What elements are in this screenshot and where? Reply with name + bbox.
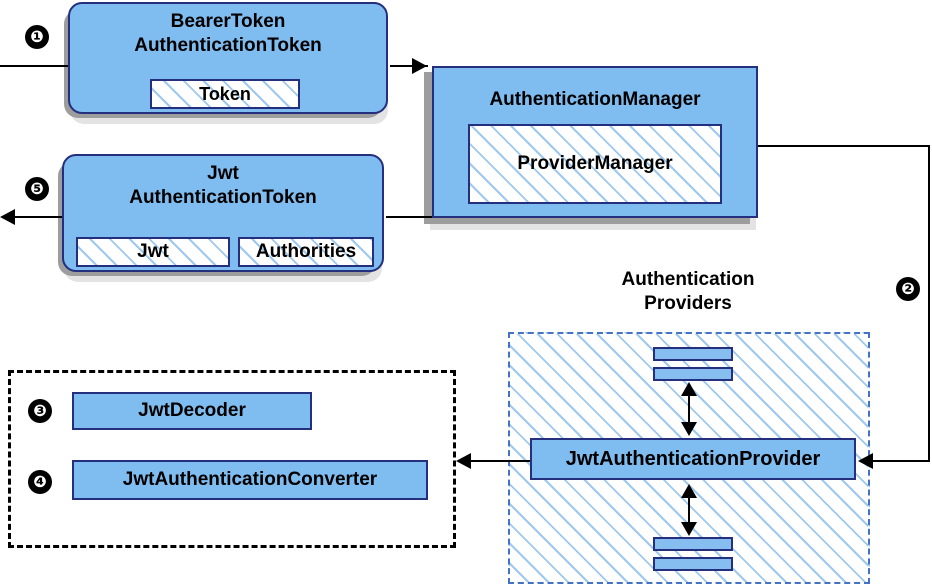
connector-manager-to-jwt-token <box>386 216 434 218</box>
arrowhead-bottom-up <box>681 484 697 498</box>
step-badge-3: ❸ <box>28 399 52 423</box>
connector-manager-down <box>928 145 930 461</box>
arrowhead-top-down <box>681 422 697 436</box>
bearer-token-title-line2: AuthenticationToken <box>134 35 322 56</box>
step-badge-5: ❺ <box>25 177 49 201</box>
step-badge-1: ❶ <box>25 25 49 49</box>
jwt-token-title-line1: Jwt <box>207 163 239 184</box>
connector-response-out <box>6 216 70 218</box>
provider-stub-bar-bottom-2 <box>653 557 733 571</box>
node-jwt-decoder[interactable]: JwtDecoder <box>72 392 312 430</box>
step-badge-2: ❷ <box>896 277 920 301</box>
bearer-token-title-line1: BearerToken <box>170 11 286 32</box>
authentication-providers-caption-line2: Providers <box>644 293 732 314</box>
connector-manager-right <box>758 145 930 147</box>
provider-stub-bar-bottom-1 <box>653 537 733 551</box>
authentication-manager-title: AuthenticationManager <box>489 89 701 110</box>
step-badge-4: ❹ <box>28 470 52 494</box>
provider-stub-bar-top-2 <box>653 367 733 381</box>
jwt-token-field-jwt: Jwt <box>76 237 230 267</box>
connector-provider-up-down-top <box>688 392 690 426</box>
jwt-token-title-line2: AuthenticationToken <box>129 187 317 208</box>
arrowhead-into-provider <box>858 453 873 469</box>
arrowhead-bottom-down <box>681 522 697 536</box>
connector-request-in <box>0 65 68 67</box>
connector-provider-to-support <box>470 460 555 462</box>
provider-stub-bar-top-1 <box>653 347 733 361</box>
node-jwt-authentication-provider[interactable]: JwtAuthenticationProvider <box>530 438 856 480</box>
connector-provider-up-down-bottom <box>688 492 690 526</box>
authentication-providers-caption: Authentication Providers <box>568 268 808 316</box>
arrowhead-response-out <box>0 209 15 225</box>
connector-bearer-to-manager <box>390 65 428 67</box>
arrowhead-bearer-to-manager <box>412 58 427 74</box>
jwt-token-field-authorities: Authorities <box>238 237 374 267</box>
connector-into-provider <box>872 460 930 462</box>
arrowhead-provider-to-support <box>456 453 471 469</box>
authentication-manager-field-provider-manager: ProviderManager <box>468 124 722 204</box>
authentication-providers-caption-line1: Authentication <box>621 269 755 290</box>
bearer-token-field-token: Token <box>150 79 300 109</box>
node-jwt-authentication-converter[interactable]: JwtAuthenticationConverter <box>72 460 428 500</box>
arrowhead-top-up <box>681 382 697 396</box>
